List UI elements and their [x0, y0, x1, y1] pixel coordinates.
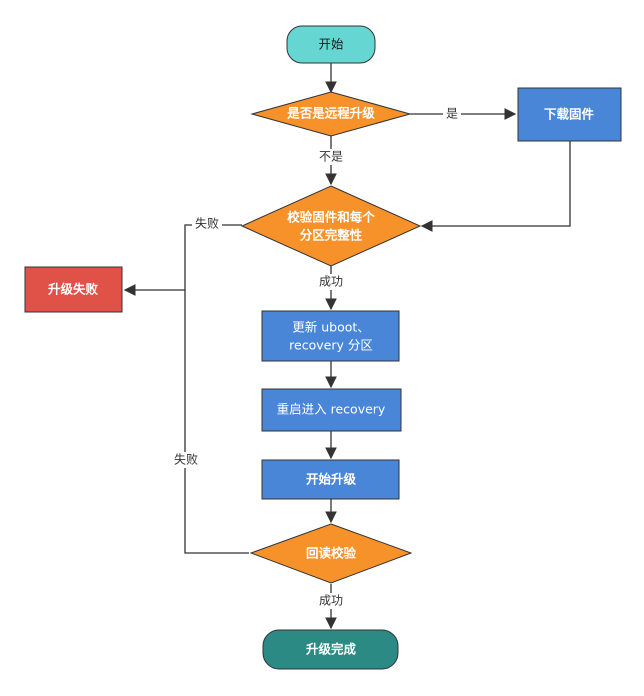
edge-verify-fail-to-failed [123, 224, 242, 296]
label-yes: 是 [446, 107, 458, 121]
node-download: 下载固件 [517, 87, 622, 142]
download-shape [517, 87, 622, 142]
node-readback: 回读校验 [249, 523, 413, 584]
node-start: 开始 [286, 25, 376, 64]
remote-check-label: 是否是远程升级 [286, 106, 375, 121]
remote-check-shape [250, 91, 412, 137]
label-fail-top: 失败 [195, 216, 219, 231]
node-reboot: 重启进入 recovery [261, 388, 402, 432]
node-upgrade-failed: 升级失败 [24, 266, 123, 313]
node-update-partitions: 更新 uboot、 recovery 分区 [261, 310, 400, 362]
start-shape [286, 25, 376, 64]
reboot-label: 重启进入 recovery [277, 402, 386, 417]
node-remote-check: 是否是远程升级 [250, 91, 412, 137]
upgrade-failed-label: 升级失败 [48, 282, 99, 297]
label-success-2: 成功 [319, 594, 343, 608]
node-upgrade-complete: 升级完成 [262, 629, 399, 670]
verify-label-line2: 分区完整性 [300, 228, 363, 243]
label-no: 不是 [319, 150, 343, 164]
update-label-line2: recovery 分区 [289, 338, 373, 353]
readback-label: 回读校验 [306, 546, 357, 561]
edge-labels: 是 不是 失败 成功 失败 成功 [171, 106, 461, 609]
upgrade-complete-label: 升级完成 [306, 642, 357, 657]
start-label: 开始 [318, 37, 344, 52]
upgrade-failed-shape [24, 266, 123, 313]
node-verify: 校验固件和每个 分区完整性 [240, 185, 422, 267]
verify-label-line1: 校验固件和每个 [287, 210, 375, 225]
update-label-line1: 更新 uboot、 [292, 320, 370, 335]
node-start-upgrade: 开始升级 [261, 459, 400, 500]
start-upgrade-label: 开始升级 [306, 472, 357, 487]
readback-shape [249, 523, 413, 584]
reboot-shape [261, 388, 402, 432]
download-label: 下载固件 [544, 107, 595, 122]
start-upgrade-shape [261, 459, 400, 500]
label-success-1: 成功 [319, 275, 343, 289]
upgrade-complete-shape [262, 629, 399, 670]
edge-readback-fail [184, 290, 249, 554]
verify-shape [240, 185, 422, 267]
update-shape [261, 310, 400, 362]
edge-download-to-verify [420, 141, 571, 232]
label-fail-bottom: 失败 [174, 452, 198, 467]
